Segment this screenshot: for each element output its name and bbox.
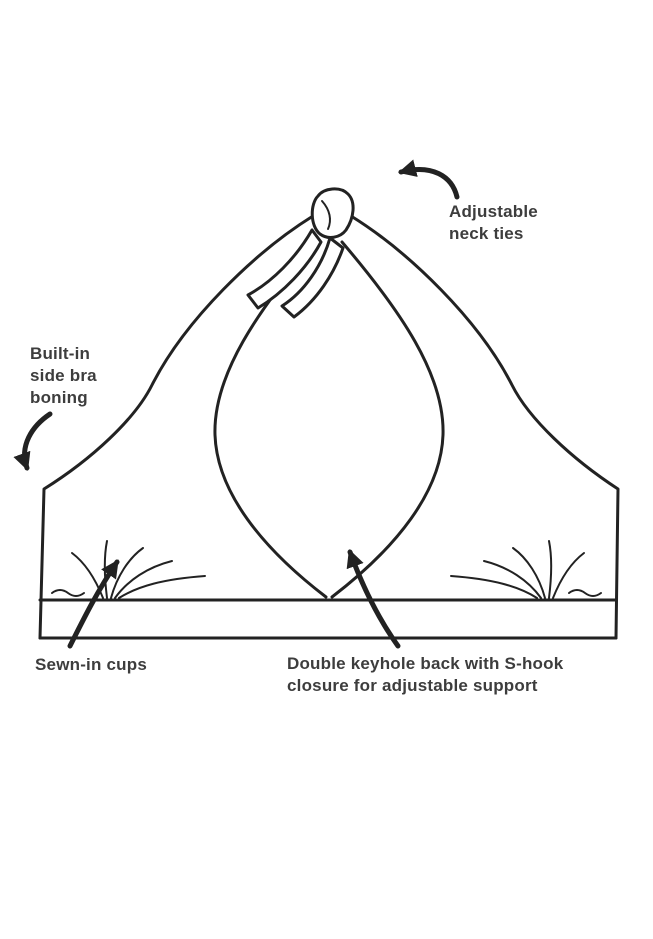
label-sewn-in-cups: Sewn-in cups bbox=[35, 655, 147, 674]
keyhole-right-line bbox=[330, 240, 445, 599]
arrow-boning bbox=[13, 411, 53, 471]
arrow-cups bbox=[67, 559, 120, 649]
garment-outline-right bbox=[349, 214, 620, 640]
label-adjustable-neck-ties: Adjustable neck ties bbox=[449, 202, 538, 243]
cup-gather-lines-right bbox=[450, 540, 602, 599]
label-double-keyhole-back: Double keyhole back with S-hook closure … bbox=[287, 654, 564, 695]
knot bbox=[310, 187, 355, 239]
label-built-in-side-bra-boning: Built-in side bra boning bbox=[30, 344, 97, 407]
garment-outline-left bbox=[38, 214, 315, 640]
neck-tie-right bbox=[280, 236, 345, 319]
band-gather-squiggle-right bbox=[568, 589, 602, 597]
band-gather-squiggle-left bbox=[51, 589, 85, 597]
neck-tie-left bbox=[246, 228, 323, 310]
knot-twist-line bbox=[321, 200, 331, 230]
cup-gather-lines-left bbox=[51, 540, 206, 599]
arrow-keyhole bbox=[346, 549, 401, 649]
arrow-neck-ties bbox=[398, 159, 460, 200]
